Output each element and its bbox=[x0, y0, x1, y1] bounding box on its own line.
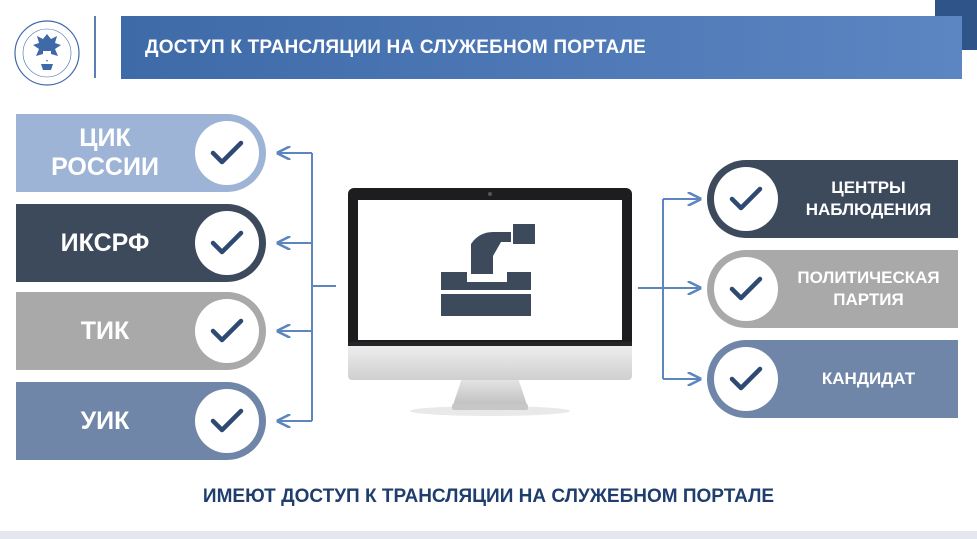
right-item-candidate: КАНДИДАТ bbox=[707, 340, 958, 418]
footer-caption: ИМЕЮТ ДОСТУП К ТРАНСЛЯЦИИ НА СЛУЖЕБНОМ П… bbox=[202, 486, 775, 507]
left-item-line2: РОССИИ bbox=[51, 153, 159, 181]
right-item-label: КАНДИДАТ bbox=[785, 368, 952, 390]
right-item-label: ЦЕНТРЫ НАБЛЮДЕНИЯ bbox=[785, 177, 952, 221]
checkmark-icon bbox=[714, 167, 778, 231]
left-item-iksrf: ИКСРФ bbox=[16, 204, 266, 282]
left-item-label: ИКСРФ bbox=[16, 229, 194, 258]
emblem-icon bbox=[12, 18, 82, 88]
left-item-line1: ТИК bbox=[80, 316, 130, 345]
left-item-label: ТИК bbox=[16, 317, 194, 346]
checkmark-icon bbox=[195, 299, 259, 363]
right-item-line2: НАБЛЮДЕНИЯ bbox=[805, 200, 932, 219]
right-item-observation-centers: ЦЕНТРЫ НАБЛЮДЕНИЯ bbox=[707, 160, 958, 238]
checkmark-icon bbox=[195, 389, 259, 453]
monitor-icon bbox=[348, 188, 632, 416]
logo-divider bbox=[94, 16, 96, 78]
left-item-cik: ЦИК РОССИИ bbox=[16, 114, 266, 192]
header-bar: ДОСТУП К ТРАНСЛЯЦИИ НА СЛУЖЕБНОМ ПОРТАЛЕ bbox=[121, 16, 962, 79]
left-item-line1: ЦИК bbox=[79, 124, 131, 152]
right-item-line1: ЦЕНТРЫ bbox=[831, 178, 906, 197]
checkmark-icon bbox=[714, 347, 778, 411]
right-item-line1: КАНДИДАТ bbox=[821, 369, 916, 388]
right-item-line1: ПОЛИТИЧЕСКАЯ bbox=[797, 268, 940, 287]
left-item-uik: УИК bbox=[16, 382, 266, 460]
checkmark-icon bbox=[195, 211, 259, 275]
checkmark-icon bbox=[714, 257, 778, 321]
left-item-line1: ИКСРФ bbox=[60, 228, 150, 257]
right-item-line2: ПАРТИЯ bbox=[833, 290, 904, 309]
checkmark-icon bbox=[195, 121, 259, 185]
right-item-label: ПОЛИТИЧЕСКАЯ ПАРТИЯ bbox=[785, 267, 952, 311]
ballot-box-icon bbox=[441, 224, 535, 316]
left-item-label: УИК bbox=[16, 407, 194, 436]
page-title: ДОСТУП К ТРАНСЛЯЦИИ НА СЛУЖЕБНОМ ПОРТАЛЕ bbox=[145, 36, 647, 58]
right-item-political-party: ПОЛИТИЧЕСКАЯ ПАРТИЯ bbox=[707, 250, 958, 328]
bottom-strip bbox=[0, 531, 977, 539]
left-item-line1: УИК bbox=[80, 406, 130, 435]
left-item-label: ЦИК РОССИИ bbox=[16, 124, 194, 182]
left-item-tik: ТИК bbox=[16, 292, 266, 370]
